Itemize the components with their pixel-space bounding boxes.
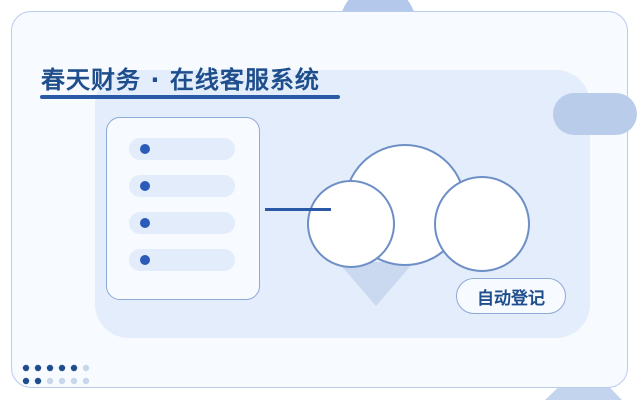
- auto-register-button[interactable]: 自动登记: [456, 278, 566, 314]
- bullet-dot-icon: [140, 218, 150, 228]
- list-card: [106, 117, 260, 300]
- list-item[interactable]: [129, 249, 235, 271]
- page-title: 春天财务 · 在线客服系统: [41, 66, 320, 94]
- connector-line-front: [265, 208, 331, 211]
- bullet-dot-icon: [140, 181, 150, 191]
- list-item[interactable]: [129, 138, 235, 160]
- list-item[interactable]: [129, 212, 235, 234]
- bullet-dot-icon: [140, 255, 150, 265]
- list-item[interactable]: [129, 175, 235, 197]
- bullet-dot-icon: [140, 144, 150, 154]
- title-underline: [40, 95, 340, 99]
